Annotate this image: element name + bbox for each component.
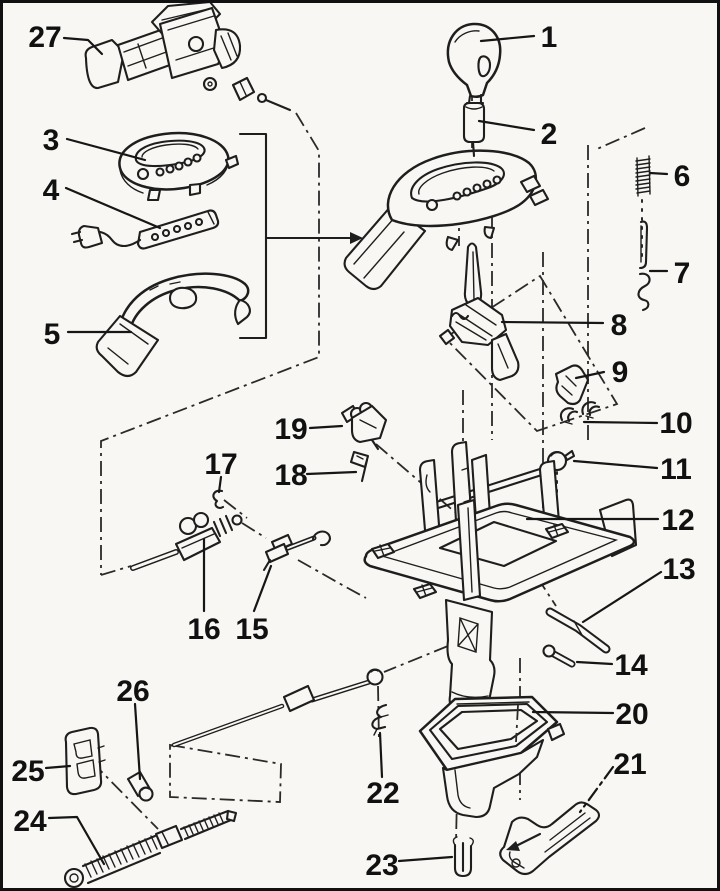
part-threaded-cable-end xyxy=(63,809,238,889)
callout-label-10: 10 xyxy=(659,407,692,440)
callout-label-17: 17 xyxy=(204,448,237,481)
callout-label-22: 22 xyxy=(366,777,399,810)
callout-leader-1 xyxy=(479,34,536,43)
callout-leader-18 xyxy=(305,470,358,476)
part-relay-lever xyxy=(262,530,331,572)
callout-leader-26 xyxy=(133,702,142,781)
part-indicator-panel xyxy=(118,131,240,202)
part-support-bracket xyxy=(499,801,601,876)
part-shift-lever xyxy=(438,242,520,382)
part-spring-clips xyxy=(559,401,601,425)
callout-leader-15 xyxy=(252,564,273,613)
part-shift-cable-end xyxy=(130,511,243,571)
callout-leader-23 xyxy=(397,855,454,863)
callout-leader-27 xyxy=(62,36,104,56)
part-shift-cable xyxy=(171,668,384,748)
callout-label-18: 18 xyxy=(274,459,307,492)
callout-label-23: 23 xyxy=(365,849,398,882)
callout-leader-20 xyxy=(531,710,615,715)
callout-label-21: 21 xyxy=(613,748,646,781)
callout-leader-3 xyxy=(65,137,147,162)
callout-leader-4 xyxy=(64,186,162,230)
callout-leader-24 xyxy=(47,815,106,866)
callout-label-9: 9 xyxy=(612,356,629,389)
part-handle-shell xyxy=(95,272,251,378)
part-cable-bracket-clip xyxy=(64,726,106,796)
tray-axis-overlay xyxy=(515,704,519,743)
part-shift-lock-actuator xyxy=(84,0,292,112)
callout-label-6: 6 xyxy=(674,160,691,193)
part-knob-sleeve xyxy=(462,101,486,158)
callout-label-14: 14 xyxy=(614,649,648,682)
callout-leader-8 xyxy=(500,320,605,325)
group-bracket xyxy=(238,132,363,340)
assembly-arrow-icon xyxy=(506,841,520,851)
callout-leader-22 xyxy=(378,731,384,779)
part-retaining-fork xyxy=(452,836,474,878)
part-lock-pin xyxy=(126,770,154,802)
callout-leader-2 xyxy=(477,119,536,132)
callout-leader-11 xyxy=(572,459,659,470)
callout-label-13: 13 xyxy=(662,553,695,586)
callout-label-20: 20 xyxy=(615,698,648,731)
part-shift-knob xyxy=(446,22,502,116)
callout-label-12: 12 xyxy=(661,504,694,537)
part-selector-rod xyxy=(545,607,611,654)
callout-label-24: 24 xyxy=(13,805,47,838)
part-switch-clip xyxy=(349,450,370,483)
part-cable-hook-clip xyxy=(371,703,389,736)
part-cover-assembly xyxy=(343,149,550,291)
part-roll-pin xyxy=(542,644,576,668)
callout-label-8: 8 xyxy=(611,309,628,342)
part-mounting-frame xyxy=(363,440,638,716)
part-threaded-stud xyxy=(635,155,651,197)
part-detent-lug xyxy=(554,364,590,406)
callout-label-25: 25 xyxy=(11,755,44,788)
callout-label-27: 27 xyxy=(28,21,61,54)
arrow-icon xyxy=(350,232,363,244)
callout-label-4: 4 xyxy=(43,174,60,207)
part-storage-tray xyxy=(418,695,566,819)
part-retaining-bracket xyxy=(637,220,651,312)
callout-leader-17 xyxy=(217,475,223,494)
callout-leader-21 xyxy=(578,765,615,814)
part-bulb-strip xyxy=(70,209,220,250)
callout-leader-13 xyxy=(581,570,663,624)
callout-leader-10 xyxy=(582,420,659,425)
part-c-clip xyxy=(212,489,225,509)
callout-leader-6 xyxy=(648,171,669,176)
callout-label-5: 5 xyxy=(44,318,61,351)
callout-label-1: 1 xyxy=(541,21,558,54)
callout-leader-25 xyxy=(44,764,72,770)
callout-label-19: 19 xyxy=(274,413,307,446)
callout-label-7: 7 xyxy=(674,257,691,290)
callout-label-3: 3 xyxy=(43,124,60,157)
part-interlock-switch xyxy=(340,401,388,451)
callout-label-26: 26 xyxy=(116,675,149,708)
callout-leader-9 xyxy=(574,370,606,380)
callout-label-2: 2 xyxy=(541,118,558,151)
callout-label-15: 15 xyxy=(235,613,268,646)
callout-leader-19 xyxy=(308,424,344,430)
callout-label-11: 11 xyxy=(660,453,692,486)
callout-label-16: 16 xyxy=(187,613,220,646)
callout-leader-14 xyxy=(575,660,614,666)
